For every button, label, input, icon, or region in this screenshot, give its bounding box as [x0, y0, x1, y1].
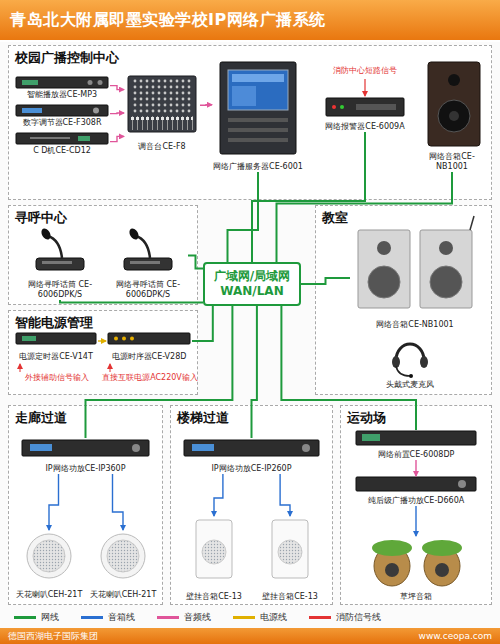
section-heading: 智能电源管理 — [15, 314, 93, 332]
website: www.ceopa.com — [330, 631, 492, 641]
input-note: 直接互联电源AC220V输入 — [102, 373, 198, 383]
device-caption: 调音台CE-F8 — [138, 142, 185, 152]
legend-text: 音箱线 — [108, 611, 135, 624]
device-node: 网络音箱CE-NB1001 — [416, 60, 488, 172]
legend-swatch — [233, 616, 255, 619]
device-node: 壁挂音箱CE-13 — [178, 516, 250, 602]
device-caption: IP网络功放CE-IP360P — [46, 464, 126, 474]
device-caption: 网络寻呼话筒 CE-6006DPK/S — [20, 280, 100, 300]
device-caption: 网络报警器CE-6009A — [325, 122, 404, 132]
legend-item: 网线 — [14, 611, 59, 624]
device-node: IP网络功放CE-IP260P — [180, 438, 323, 474]
section-heading: 校园广播控制中心 — [15, 49, 119, 67]
device-node: IP网络功放CE-IP360P — [18, 438, 153, 474]
device-caption: C D机CE-CD12 — [33, 146, 91, 156]
section-box: 教室网络音箱CE-NB1001 头戴式麦克风 — [315, 205, 492, 395]
company-name: 德国西湖电子国际集团 — [8, 631, 208, 641]
section-box: 运动场网络前置CE-6008DP 纯后级广播功放CE-D660A 草坪音箱 — [340, 405, 492, 605]
title-text: 青岛北大附属即墨实验学校IP网络广播系统 — [0, 0, 500, 40]
section-box: 走廊过道 IP网络功放CE-IP360P 天花喇叭CEH-21T 天花喇叭CEH-21… — [8, 405, 163, 605]
device-caption: 壁挂音箱CE-13 — [262, 592, 318, 602]
device-caption: 草坪音箱 — [400, 592, 432, 602]
section-box: 楼梯过道 IP网络功放CE-IP260P 壁挂音箱CE-13 壁挂音箱CE-13 — [170, 405, 333, 605]
device-caption: 天花喇叭CEH-21T — [90, 590, 157, 600]
legend-swatch — [14, 616, 36, 619]
device-caption: 壁挂音箱CE-13 — [186, 592, 242, 602]
device-caption: 电源定时器CE-V14T — [19, 352, 93, 362]
section-box: 校园广播控制中心智能播放器CE-MP3 数字调节器CE-F308R C D机CE-C… — [8, 45, 492, 200]
title-band: 青岛北大附属即墨实验学校IP网络广播系统 — [0, 0, 500, 42]
device-node: 网络报警器CE-6009A — [320, 96, 410, 132]
device-node: 壁挂音箱CE-13 — [254, 516, 326, 602]
device-caption: 网络广播服务器CE-6001 — [213, 162, 303, 172]
device-caption: IP网络功放CE-IP260P — [212, 464, 292, 474]
section-box: 智能电源管理电源定时器CE-V14T 电源时序器CE-V28D — [8, 310, 198, 395]
device-node: 智能播放器CE-MP3 — [14, 76, 110, 100]
device-node: 网络前置CE-6008DP — [352, 430, 480, 460]
legend-text: 消防信号线 — [336, 611, 381, 624]
device-caption: 天花喇叭CEH-21T — [16, 590, 83, 600]
section-heading: 运动场 — [347, 409, 386, 427]
device-caption: 网络寻呼话筒 CE-6006DPK/S — [108, 280, 188, 300]
device-caption: 网络前置CE-6008DP — [378, 450, 455, 460]
device-node: 数字调节器CE-F308R — [14, 104, 110, 128]
device-node: 网络广播服务器CE-6001 — [212, 60, 304, 172]
device-node: 电源定时器CE-V14T — [14, 332, 98, 362]
section-heading: 教室 — [322, 209, 348, 227]
device-node: 网络寻呼话筒 CE-6006DPK/S — [108, 226, 188, 300]
device-caption: 纯后级广播功放CE-D660A — [368, 496, 464, 506]
device-caption: 数字调节器CE-F308R — [23, 118, 102, 128]
device-node: 电源时序器CE-V28D — [106, 332, 192, 362]
device-node: 草坪音箱 — [352, 536, 480, 602]
section-heading: 走廊过道 — [15, 409, 67, 427]
hub-label: 广域网/局域网 WAN/LAN — [209, 269, 295, 299]
device-caption: 网络音箱CE-NB1001 — [376, 320, 453, 330]
device-caption: 头戴式麦克风 — [386, 380, 434, 390]
legend-swatch — [81, 616, 103, 619]
legend-text: 音频线 — [184, 611, 211, 624]
legend-text: 电源线 — [260, 611, 287, 624]
legend-item: 音频线 — [157, 611, 211, 624]
device-node: 网络寻呼话筒 CE-6006DPK/S — [20, 226, 100, 300]
device-node: 天花喇叭CEH-21T — [14, 530, 84, 600]
device-node: 网络音箱CE-NB1001 — [350, 226, 480, 330]
device-caption: 电源时序器CE-V28D — [112, 352, 187, 362]
device-node: C D机CE-CD12 — [14, 132, 110, 156]
legend-swatch — [309, 616, 331, 619]
device-node: 调音台CE-F8 — [124, 74, 200, 152]
device-node: 天花喇叭CEH-21T — [88, 530, 158, 600]
device-node: 头戴式麦克风 — [360, 334, 460, 390]
section-heading: 楼梯过道 — [177, 409, 229, 427]
section-heading: 寻呼中心 — [15, 209, 67, 227]
legend-item: 消防信号线 — [309, 611, 381, 624]
section-box: 寻呼中心网络寻呼话筒 CE-6006DPK/S 网络寻呼话筒 CE-6006DPK… — [8, 205, 198, 305]
legend-swatch — [157, 616, 179, 619]
device-caption: 网络音箱CE-NB1001 — [416, 152, 488, 172]
legend-text: 网线 — [41, 611, 59, 624]
legend: 网线 音箱线 音频线 电源线 消防信号线 — [14, 609, 403, 625]
network-hub-box: 广域网/局域网 WAN/LAN — [203, 262, 301, 306]
device-caption: 智能播放器CE-MP3 — [27, 90, 97, 100]
input-note: 外接辅助信号输入 — [12, 373, 102, 383]
legend-item: 电源线 — [233, 611, 287, 624]
fire-signal-note: 消防中心短路信号 — [318, 66, 412, 76]
legend-item: 音箱线 — [81, 611, 135, 624]
device-node: 纯后级广播功放CE-D660A — [352, 476, 480, 506]
